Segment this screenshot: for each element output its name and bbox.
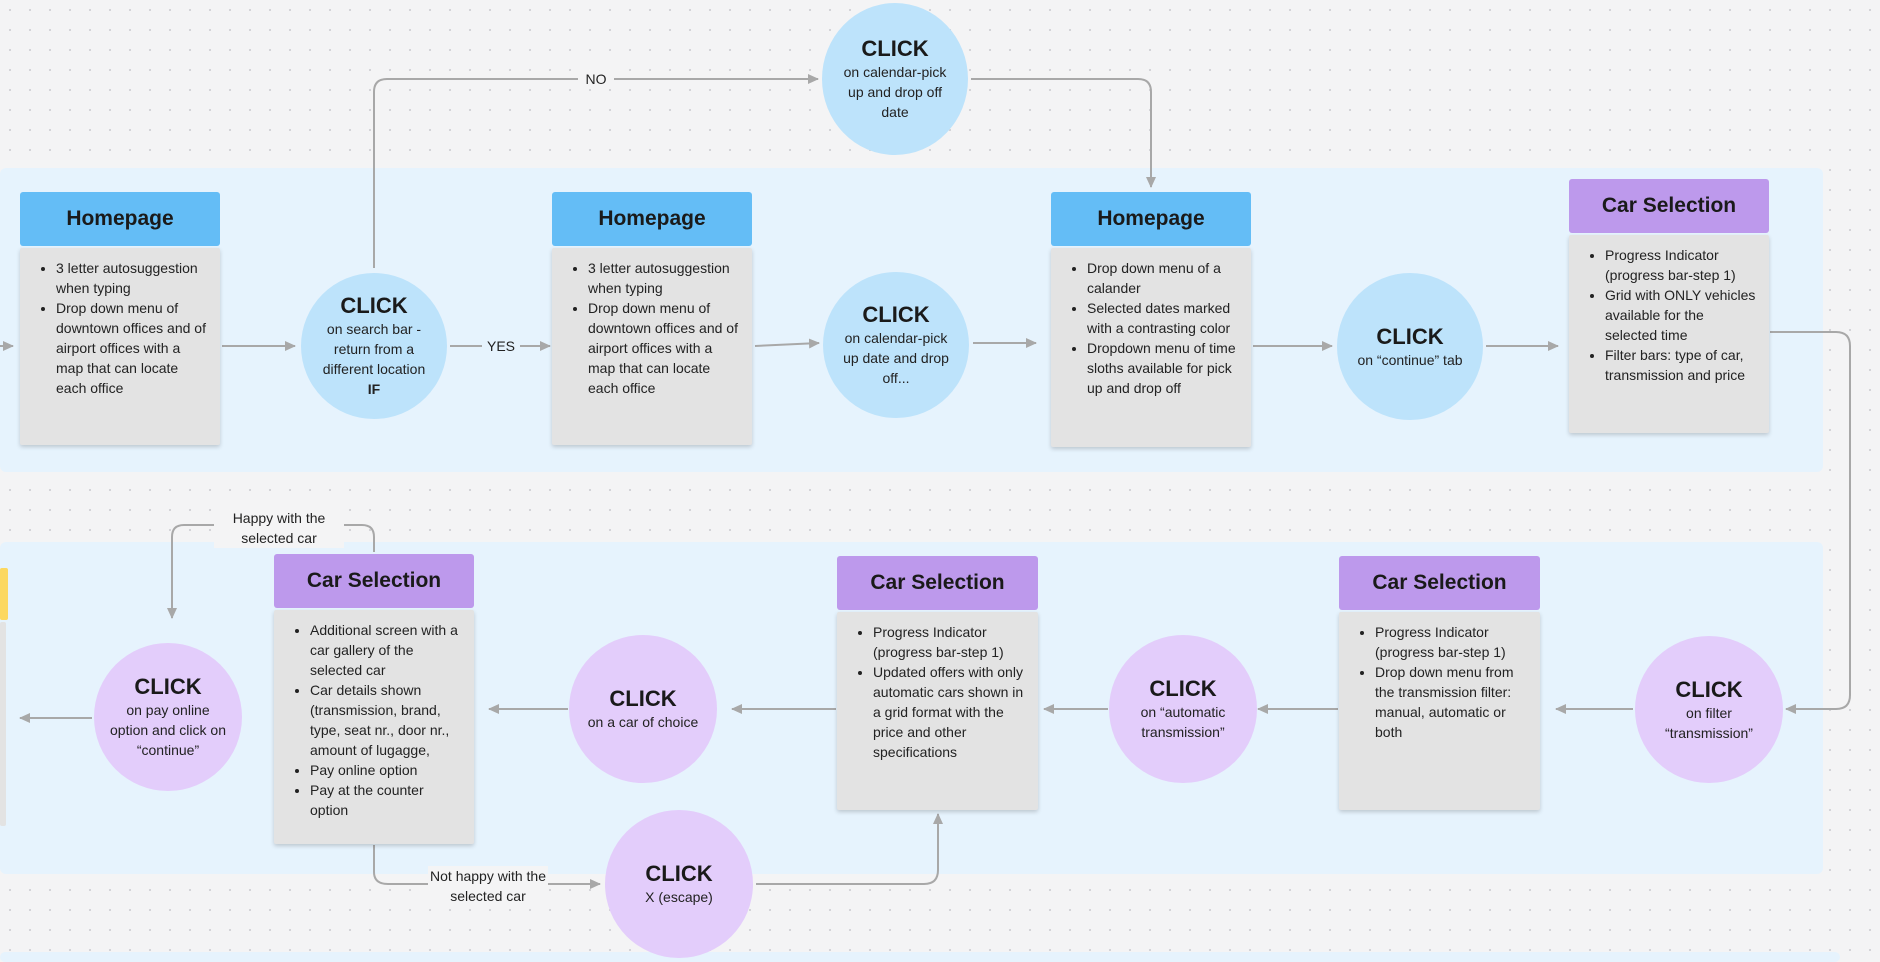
click-title: CLICK bbox=[862, 302, 930, 327]
offscreen-grey-card bbox=[0, 622, 6, 826]
card-title: Car Selection bbox=[274, 554, 474, 608]
arrow-escape-to-card6 bbox=[756, 813, 943, 885]
card-body: 3 letter autosuggestion when typing Drop… bbox=[20, 248, 220, 445]
arrow-happy bbox=[172, 524, 375, 618]
click-text: on “automatic transmission” bbox=[1140, 704, 1226, 740]
list-item: Progress Indicator (progress bar-step 1) bbox=[1605, 245, 1757, 285]
click-automatic-transmission: CLICK on “automatic transmission” bbox=[1109, 635, 1257, 783]
click-title: CLICK bbox=[134, 674, 202, 699]
car-selection-card-4: Car Selection Additional screen with a c… bbox=[274, 554, 474, 844]
offscreen-yellow-card bbox=[0, 568, 8, 620]
click-continue-tab: CLICK on “continue” tab bbox=[1337, 273, 1483, 420]
arrow-clicktop-to-card3 bbox=[971, 78, 1156, 188]
arrow-click1-no bbox=[373, 74, 819, 268]
click-text: on calendar-pick up and drop off date bbox=[843, 64, 947, 120]
list-item: Drop down menu of a calander bbox=[1087, 258, 1239, 298]
click-text: on a car of choice bbox=[587, 714, 699, 730]
card-body: Additional screen with a car gallery of … bbox=[274, 610, 474, 844]
click-calendar: CLICK on calendar-pick up date and drop … bbox=[823, 272, 969, 418]
list-item: Drop down menu of downtown offices and o… bbox=[56, 298, 208, 398]
list-item: Grid with ONLY vehicles available for th… bbox=[1605, 285, 1757, 345]
click-car-of-choice: CLICK on a car of choice bbox=[569, 635, 717, 783]
click-escape: CLICK X (escape) bbox=[605, 810, 753, 958]
click-calendar-top: CLICK on calendar-pick up and drop off d… bbox=[822, 3, 968, 155]
homepage-card-3: Homepage Drop down menu of a calander Se… bbox=[1051, 192, 1251, 447]
list-item: Progress Indicator (progress bar-step 1) bbox=[873, 622, 1026, 662]
car-selection-card-2: Car Selection Progress Indicator (progre… bbox=[1339, 556, 1540, 810]
click-text: on “continue” tab bbox=[1357, 351, 1463, 368]
arrow-card2-to-click2 bbox=[754, 338, 820, 349]
card-title: Homepage bbox=[552, 192, 752, 246]
click-title: CLICK bbox=[609, 686, 677, 711]
click-title: CLICK bbox=[340, 293, 408, 318]
click-text: on filter “transmission” bbox=[1665, 704, 1753, 741]
click-search-bar: CLICK on search bar - return from a diff… bbox=[301, 273, 447, 419]
click-text: on search bar - return from a different … bbox=[322, 321, 426, 397]
click-text: on pay online option and click on “conti… bbox=[110, 702, 226, 758]
click-pay-online: CLICK on pay online option and click on … bbox=[94, 643, 242, 791]
list-item: Dropdown menu of time sloths available f… bbox=[1087, 338, 1239, 398]
list-item: Drop down menu of downtown offices and o… bbox=[588, 298, 740, 398]
list-item: Filter bars: type of car, transmission a… bbox=[1605, 345, 1757, 385]
list-item: Pay at the counter option bbox=[310, 780, 462, 820]
happy-label: Happy with the selected car bbox=[214, 508, 344, 548]
card-body: Drop down menu of a calander Selected da… bbox=[1051, 248, 1251, 447]
list-item: 3 letter autosuggestion when typing bbox=[56, 258, 208, 298]
click-filter-transmission: CLICK on filter “transmission” bbox=[1635, 636, 1783, 783]
arrow-card4-to-filter bbox=[1770, 331, 1851, 714]
card-title: Homepage bbox=[20, 192, 220, 246]
card-title: Car Selection bbox=[1569, 179, 1769, 233]
card-body: Progress Indicator (progress bar-step 1)… bbox=[1339, 612, 1540, 810]
list-item: Additional screen with a car gallery of … bbox=[310, 620, 462, 680]
arrow-not-happy bbox=[373, 845, 600, 884]
list-item: Pay online option bbox=[310, 760, 462, 780]
car-selection-card-1: Car Selection Progress Indicator (progre… bbox=[1569, 179, 1769, 433]
list-item: Updated offers with only automatic cars … bbox=[873, 662, 1026, 762]
card-body: Progress Indicator (progress bar-step 1)… bbox=[837, 612, 1038, 810]
click-title: CLICK bbox=[1149, 676, 1217, 701]
list-item: Car details shown (transmission, brand, … bbox=[310, 680, 462, 760]
list-item: Selected dates marked with a contrasting… bbox=[1087, 298, 1239, 338]
swimlane-next bbox=[0, 952, 1840, 962]
list-item: 3 letter autosuggestion when typing bbox=[588, 258, 740, 298]
card-title: Homepage bbox=[1051, 192, 1251, 246]
car-selection-card-3: Car Selection Progress Indicator (progre… bbox=[837, 556, 1038, 810]
homepage-card-1: Homepage 3 letter autosuggestion when ty… bbox=[20, 192, 220, 445]
card-title: Car Selection bbox=[1339, 556, 1540, 610]
click-title: CLICK bbox=[645, 861, 713, 886]
click-text: X (escape) bbox=[645, 889, 713, 905]
homepage-card-2: Homepage 3 letter autosuggestion when ty… bbox=[552, 192, 752, 445]
list-item: Drop down menu from the transmission fil… bbox=[1375, 662, 1528, 742]
click-title: CLICK bbox=[861, 36, 929, 61]
card-title: Car Selection bbox=[837, 556, 1038, 610]
not-happy-label: Not happy with the selected car bbox=[428, 866, 548, 906]
click-title: CLICK bbox=[1675, 676, 1743, 702]
click-title: CLICK bbox=[1376, 323, 1444, 349]
yes-label: YES bbox=[482, 336, 520, 356]
no-label: NO bbox=[578, 69, 614, 89]
card-body: Progress Indicator (progress bar-step 1)… bbox=[1569, 235, 1769, 433]
list-item: Progress Indicator (progress bar-step 1) bbox=[1375, 622, 1528, 662]
card-body: 3 letter autosuggestion when typing Drop… bbox=[552, 248, 752, 445]
click-text: on calendar-pick up date and drop off... bbox=[843, 330, 949, 386]
